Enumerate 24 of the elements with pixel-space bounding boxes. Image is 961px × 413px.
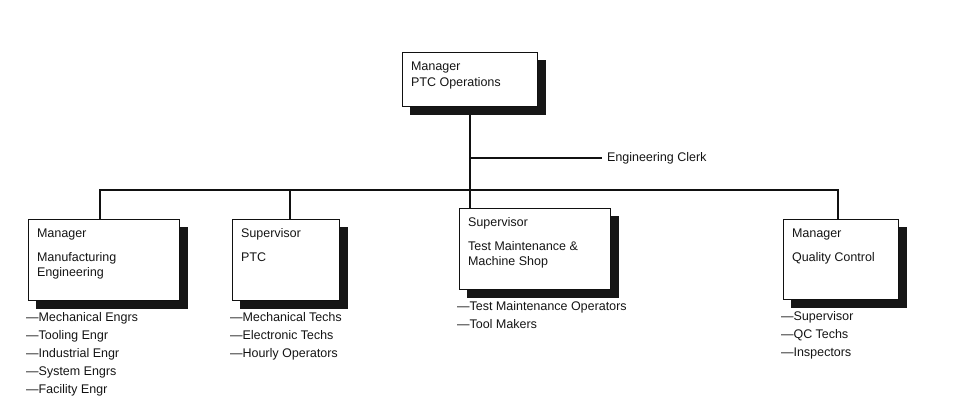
staff-item: —Mechanical Engrs [26,309,138,326]
position-title: Supervisor [241,226,302,242]
position-name: Manufacturing Engineering [37,250,118,281]
position-name: PTC Operations [411,74,502,90]
staff-item: —Tool Makers [457,316,538,333]
position-name: PTC [241,250,267,266]
staff-item: —Electronic Techs [230,327,334,344]
position-title: Manager [411,59,462,75]
position-title: Manager [37,226,88,242]
staff-item: —Supervisor [781,308,854,325]
position-title: Supervisor [468,215,529,231]
staff-item: —Test Maintenance Operators [457,298,627,315]
staff-item: —QC Techs [781,326,850,343]
staff-item: —Inspectors [781,344,852,361]
position-label: Engineering Clerk [607,150,706,164]
staff-item: —Facility Engr [26,381,108,398]
staff-item: —System Engrs [26,363,118,380]
staff-item: —Mechanical Techs [230,309,342,326]
staff-item: —Tooling Engr [26,327,109,344]
position-title: Manager [792,226,842,242]
position-name: Test Maintenance & Machine Shop [468,238,579,270]
position-name: Quality Control [792,250,876,266]
staff-item: —Industrial Engr [26,345,120,362]
staff-item: —Hourly Operators [230,345,339,362]
